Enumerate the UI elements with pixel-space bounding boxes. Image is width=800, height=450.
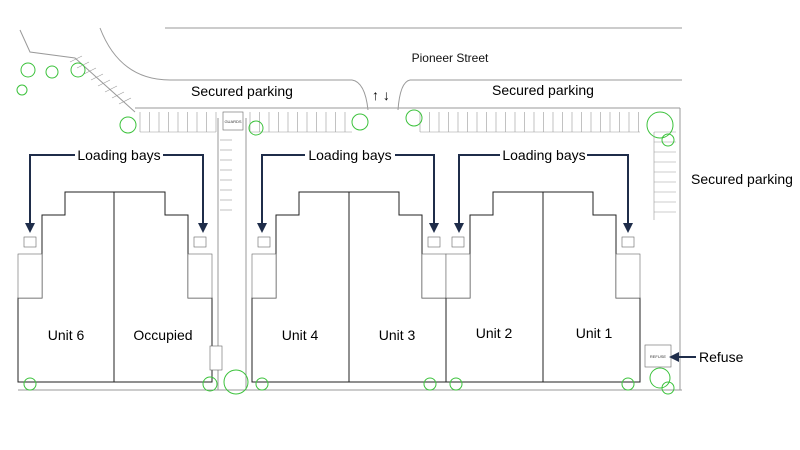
loading-bays-label-west: Loading bays xyxy=(77,147,160,163)
building-east xyxy=(445,191,641,383)
refuse-box-label: REFUSE xyxy=(650,354,667,359)
tree xyxy=(16,84,28,96)
tree xyxy=(223,369,249,395)
parking-label-left: Secured parking xyxy=(191,83,293,99)
parking-label-center: Secured parking xyxy=(492,82,594,98)
traffic-direction-arrows: ↑ ↓ xyxy=(372,87,390,103)
building-west xyxy=(17,191,223,383)
loading-bays-label-east: Loading bays xyxy=(502,147,585,163)
loading-arrow-west-right xyxy=(163,154,208,233)
tree xyxy=(449,377,463,391)
unit-label-occupied: Occupied xyxy=(133,327,192,343)
parking-stall-line xyxy=(97,79,111,87)
unit-label-4: Unit 4 xyxy=(282,327,319,343)
unit-label-2: Unit 2 xyxy=(476,325,513,341)
parking-stall-line xyxy=(69,55,83,63)
parking-stall-line xyxy=(118,97,132,105)
refuse-label: Refuse xyxy=(699,349,744,365)
tree xyxy=(621,377,635,391)
loading-arrow-east-left xyxy=(454,154,500,233)
loading-arrow-middle-right xyxy=(395,154,439,233)
parking-stall-line xyxy=(83,67,97,75)
unit-label-3: Unit 3 xyxy=(379,327,416,343)
guard-house-label: GUARDS xyxy=(224,119,241,124)
unit-label-1: Unit 1 xyxy=(576,325,613,341)
tree xyxy=(646,111,674,139)
parking-stall-line xyxy=(111,91,125,99)
tree xyxy=(661,381,675,395)
tree xyxy=(23,377,37,391)
street-name: Pioneer Street xyxy=(412,51,489,65)
unit-label-6: Unit 6 xyxy=(48,327,85,343)
parking-label-right: Secured parking xyxy=(691,171,793,187)
guard-house: GUARDS xyxy=(222,111,244,131)
loading-arrow-west-left xyxy=(25,154,75,233)
entrance-left-curve xyxy=(351,79,369,111)
tree xyxy=(202,376,218,392)
tree xyxy=(45,65,59,79)
tree xyxy=(649,367,671,389)
refuse-enclosure: REFUSE xyxy=(644,344,672,368)
loading-arrow-middle-left xyxy=(257,154,305,233)
tree xyxy=(248,120,264,136)
site-outline xyxy=(18,27,682,391)
tree xyxy=(351,113,369,131)
loading-bays-label-middle: Loading bays xyxy=(308,147,391,163)
road-edge-curve-left xyxy=(99,27,352,81)
tree xyxy=(405,109,423,127)
parking-stall-line xyxy=(90,73,104,81)
west-perimeter xyxy=(19,29,136,113)
parking-stall-line xyxy=(104,85,118,93)
building-middle xyxy=(251,191,447,383)
loading-bay-arrows xyxy=(25,154,696,362)
tree xyxy=(661,133,675,147)
tree xyxy=(20,62,36,78)
entrance-right-curve xyxy=(397,79,411,111)
tree xyxy=(255,377,269,391)
tree xyxy=(119,116,137,134)
tree xyxy=(70,62,86,78)
parking-stalls xyxy=(69,55,676,220)
trees xyxy=(16,62,675,395)
tree xyxy=(423,377,437,391)
loading-arrow-east-right xyxy=(587,154,633,233)
